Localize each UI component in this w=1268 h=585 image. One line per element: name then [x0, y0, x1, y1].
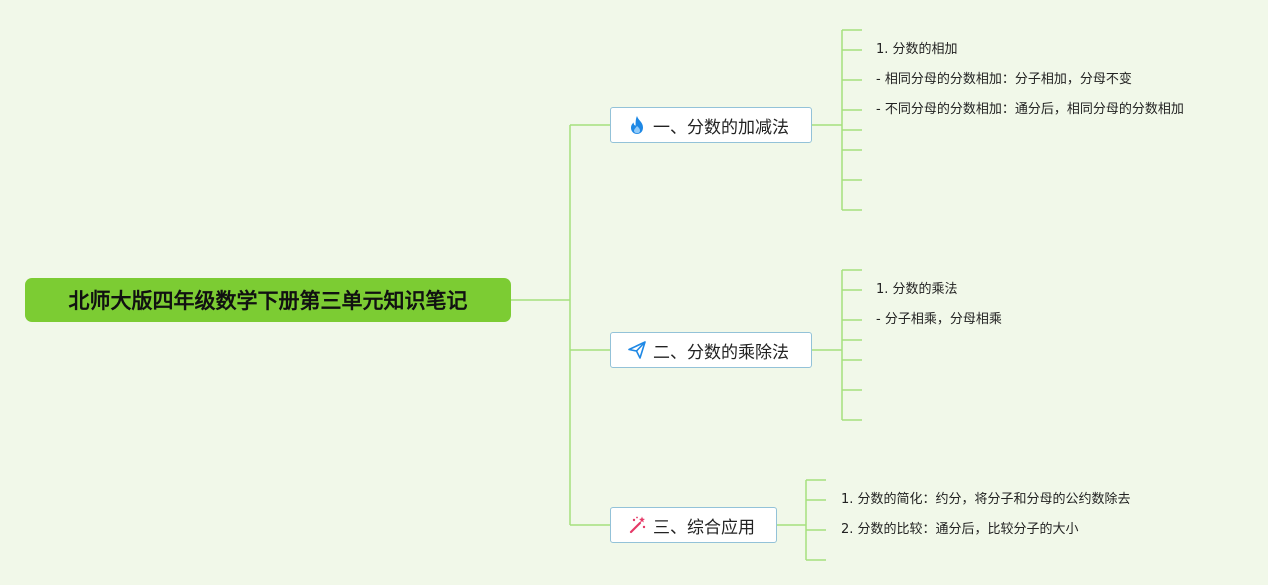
- leaf-node[interactable]: - 分子相乘，分母相乘: [876, 312, 1002, 327]
- branch-topic-applications[interactable]: 三、综合应用: [610, 507, 777, 543]
- leaf-node[interactable]: 1. 分数的乘法: [876, 282, 958, 297]
- branch-topic-multiplication-division[interactable]: 二、分数的乘除法: [610, 332, 812, 368]
- magic-wand-icon: [627, 515, 647, 535]
- branch-topic-label: 一、分数的加减法: [653, 117, 789, 138]
- branch-topic-addition-subtraction[interactable]: 一、分数的加减法: [610, 107, 812, 143]
- paper-plane-icon: [627, 340, 647, 360]
- branch-topic-label: 二、分数的乘除法: [653, 342, 789, 363]
- root-topic[interactable]: 北师大版四年级数学下册第三单元知识笔记: [25, 278, 511, 322]
- branch-topic-label: 三、综合应用: [653, 517, 755, 538]
- leaf-node[interactable]: 1. 分数的简化：约分，将分子和分母的公约数除去: [841, 492, 1131, 507]
- leaf-node[interactable]: 1. 分数的相加: [876, 42, 958, 57]
- leaf-node[interactable]: - 相同分母的分数相加：分子相加，分母不变: [876, 72, 1132, 87]
- leaf-node[interactable]: 2. 分数的比较：通分后，比较分子的大小: [841, 522, 1079, 537]
- root-topic-label: 北师大版四年级数学下册第三单元知识笔记: [68, 289, 468, 313]
- leaf-node[interactable]: - 不同分母的分数相加：通分后，相同分母的分数相加: [876, 102, 1184, 117]
- flame-icon: [627, 115, 647, 135]
